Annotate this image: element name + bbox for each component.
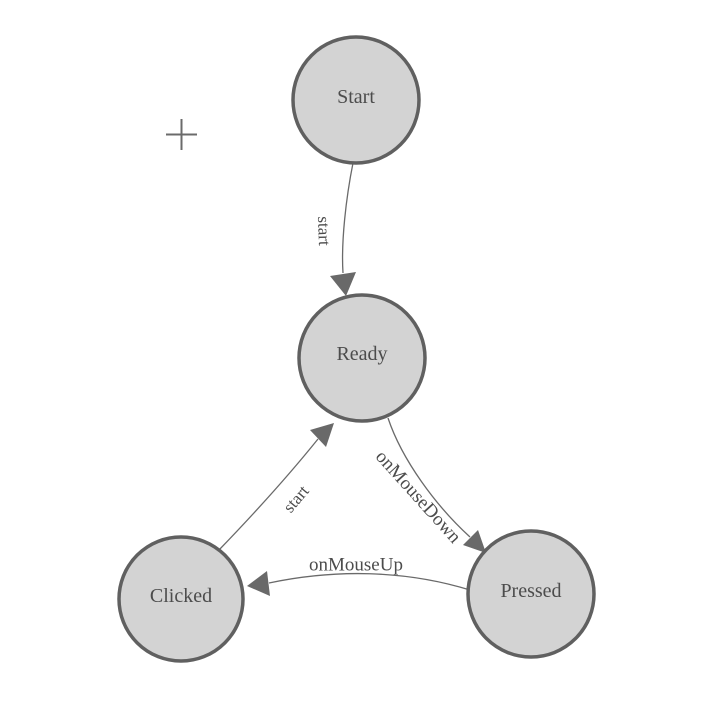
edge-label-onmousedown: onMouseDown (371, 446, 465, 547)
edge-label-start-1: start (314, 216, 334, 246)
arrowhead-icon (330, 272, 356, 296)
edge-start-to-ready[interactable]: start (314, 162, 356, 296)
state-node-ready[interactable]: Ready (297, 293, 427, 423)
edge-label-start-2: start (279, 481, 313, 516)
arrowhead-icon (310, 423, 334, 447)
node-circle[interactable] (291, 35, 421, 165)
node-circle[interactable] (466, 529, 596, 659)
node-label-pressed: Pressed (500, 580, 561, 602)
crosshair-cursor (166, 119, 197, 150)
edge-path[interactable] (387, 417, 471, 538)
arrowhead-icon (463, 530, 486, 553)
node-label-start: Start (337, 86, 375, 108)
state-node-clicked[interactable]: Clicked (117, 535, 245, 663)
node-circle[interactable] (297, 293, 427, 423)
edge-ready-to-pressed[interactable]: onMouseDown (371, 417, 486, 553)
edge-path[interactable] (268, 572, 471, 591)
edge-path[interactable] (341, 162, 354, 274)
node-circle[interactable] (117, 535, 245, 663)
edge-pressed-to-clicked[interactable]: onMouseUp (247, 555, 471, 597)
node-label-ready: Ready (336, 343, 387, 365)
arrowhead-icon (247, 571, 270, 596)
edge-label-onmouseup: onMouseUp (309, 555, 403, 576)
state-node-start[interactable]: Start (291, 35, 421, 165)
edge-path[interactable] (217, 438, 319, 552)
node-label-clicked: Clicked (150, 585, 212, 607)
edge-clicked-to-ready[interactable]: start (217, 423, 334, 552)
state-node-pressed[interactable]: Pressed (466, 529, 596, 659)
